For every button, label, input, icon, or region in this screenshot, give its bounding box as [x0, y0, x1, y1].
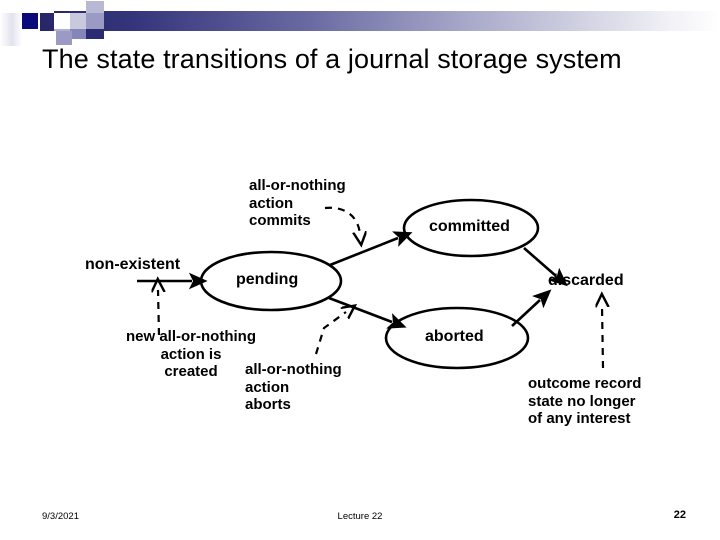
header-square: [22, 13, 38, 29]
header-gradient-bar: [40, 11, 720, 31]
footer-date: 9/3/2021: [42, 511, 79, 522]
state-ellipse-committed: [402, 198, 540, 258]
transition-aborted-to-discarded: [511, 289, 552, 327]
state-transition-diagram: pending committed aborted non-existent d…: [0, 150, 720, 450]
annotation-created: new all-or-nothing action is created: [126, 328, 256, 380]
footer-lecture-label: Lecture 22: [337, 511, 383, 522]
slide-footer: 9/3/2021 Lecture 22 22: [0, 500, 720, 540]
header-square: [86, 29, 104, 39]
header-square: [86, 1, 104, 13]
state-label-pending: pending: [236, 271, 299, 288]
header-square: [56, 31, 72, 45]
header-square: [54, 13, 70, 29]
footer-page-number: 22: [673, 509, 686, 521]
annotation-pointer-aborts: [314, 312, 346, 355]
state-label-aborted: aborted: [425, 328, 484, 345]
transition-committed-to-discarded: [523, 247, 568, 287]
transition-pending-to-committed: [329, 231, 413, 267]
header-square: [70, 13, 86, 29]
annotation-pointer-outcome: [602, 305, 603, 369]
slide-header-decoration: [0, 0, 720, 46]
header-square: [38, 1, 54, 13]
terminal-label-discarded: discarded: [548, 272, 624, 289]
diagram-canvas: [137, 198, 720, 370]
header-square: [70, 29, 86, 39]
annotation-pointer-commits: [324, 206, 360, 234]
annotation-commits: all-or-nothing action commits: [249, 177, 346, 229]
annotation-outcome: outcome record state no longer of any in…: [528, 375, 642, 427]
state-label-committed: committed: [429, 218, 510, 235]
state-ellipse-aborted: [384, 306, 530, 370]
annotation-aborts: all-or-nothing action aborts: [245, 361, 342, 413]
header-square: [0, 0, 22, 13]
page-title: The state transitions of a journal stora…: [42, 44, 622, 74]
header-square: [86, 13, 104, 29]
transition-pending-to-aborted: [328, 296, 407, 329]
terminal-label-non-existent: non-existent: [85, 256, 181, 273]
